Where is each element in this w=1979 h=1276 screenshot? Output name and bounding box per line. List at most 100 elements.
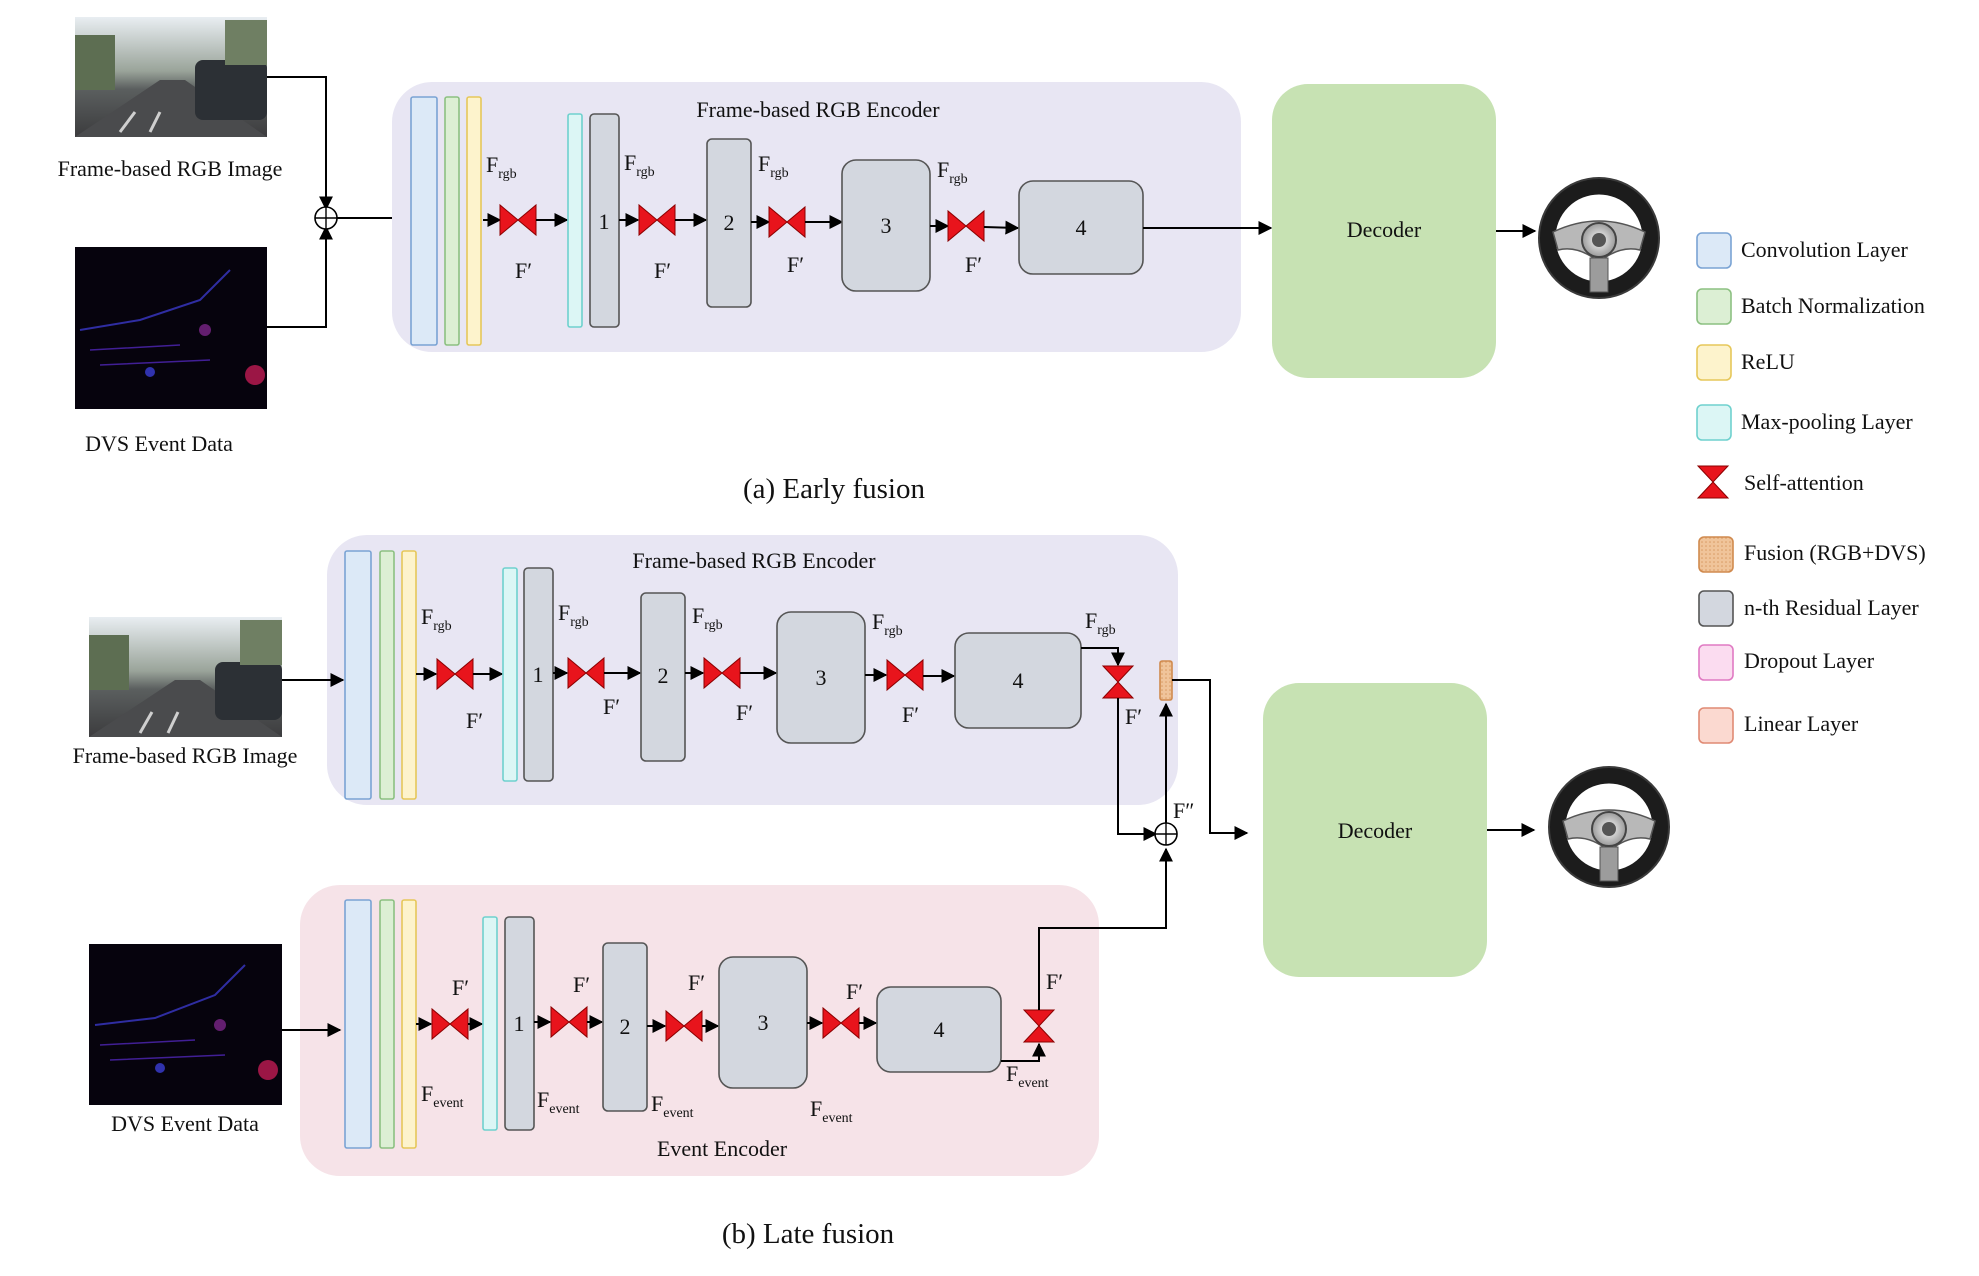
late-rgb-residual-block-3-label: 3 bbox=[816, 665, 827, 690]
late-event-residual-block-4-label: 4 bbox=[934, 1017, 945, 1042]
early-batchnorm-layer bbox=[444, 96, 460, 346]
early-f-prime-3: F′ bbox=[787, 252, 804, 277]
late-decoder-label: Decoder bbox=[1338, 818, 1413, 843]
early-feature-label-2: Frgb bbox=[624, 150, 655, 180]
legend-self-attention-icon bbox=[1696, 465, 1730, 499]
legend-batchnorm-label: Batch Normalization bbox=[1741, 293, 1925, 318]
late-rgb-batchnorm-layer bbox=[379, 550, 395, 800]
early-self-attention-icon-2 bbox=[638, 203, 676, 237]
svg-text:Fevent: Fevent bbox=[651, 1091, 694, 1121]
svg-text:Frgb: Frgb bbox=[1085, 608, 1116, 638]
early-rgb-input-image bbox=[75, 17, 267, 137]
early-maxpool-layer bbox=[567, 113, 583, 328]
late-rgb-feature-label-1: Frgb bbox=[421, 604, 452, 634]
early-decoder-label: Decoder bbox=[1347, 217, 1422, 242]
late-rgb-maxpool-layer bbox=[502, 567, 518, 782]
legend-relu-label: ReLU bbox=[1741, 349, 1795, 374]
early-steering-wheel-icon bbox=[1538, 177, 1660, 299]
legend-dropout-label: Dropout Layer bbox=[1744, 648, 1875, 673]
late-event-self-attention-icon-1 bbox=[431, 1007, 469, 1041]
legend-dropout-swatch bbox=[1698, 644, 1734, 681]
svg-text:Frgb: Frgb bbox=[421, 604, 452, 634]
legend-fusion-swatch bbox=[1698, 536, 1734, 573]
late-rgb-input-image bbox=[89, 617, 282, 737]
late-sum-node-icon bbox=[1154, 822, 1178, 846]
early-f-prime-4: F′ bbox=[965, 252, 982, 277]
svg-text:Frgb: Frgb bbox=[624, 150, 655, 180]
late-event-residual-block-1 bbox=[504, 916, 535, 1131]
late-event-batchnorm-layer bbox=[379, 899, 395, 1149]
svg-text:Fevent: Fevent bbox=[1006, 1061, 1049, 1091]
late-event-feature-label-1: Fevent bbox=[421, 1081, 464, 1111]
early-dvs-input-label: DVS Event Data bbox=[85, 431, 233, 456]
legend: Convolution Layer Batch Normalization Re… bbox=[1696, 232, 1926, 744]
early-residual-block-4-label: 4 bbox=[1076, 215, 1087, 240]
late-event-self-attention-icon-3 bbox=[665, 1009, 703, 1043]
legend-linear-swatch bbox=[1698, 707, 1734, 744]
legend-linear-label: Linear Layer bbox=[1744, 711, 1859, 736]
early-relu-layer bbox=[466, 96, 482, 346]
late-event-self-attention-icon-4 bbox=[822, 1006, 860, 1040]
early-rgb-encoder-title: Frame-based RGB Encoder bbox=[696, 97, 940, 122]
early-conv-layer bbox=[410, 96, 438, 346]
late-event-residual-block-2-label: 2 bbox=[620, 1014, 631, 1039]
late-rgb-f-prime-5: F′ bbox=[1125, 704, 1142, 729]
early-f-prime-1: F′ bbox=[515, 258, 532, 283]
late-event-f-prime-2: F′ bbox=[573, 972, 590, 997]
legend-maxpool-swatch bbox=[1696, 404, 1732, 441]
svg-text:Frgb: Frgb bbox=[486, 152, 517, 182]
late-event-residual-block-3-label: 3 bbox=[758, 1010, 769, 1035]
svg-text:Frgb: Frgb bbox=[558, 600, 589, 630]
early-fusion-sum-icon bbox=[314, 206, 338, 230]
late-rgb-conv-layer bbox=[344, 550, 372, 800]
legend-conv-swatch bbox=[1696, 232, 1732, 269]
early-rgb-to-fusion-arrow bbox=[267, 76, 333, 211]
early-feature-label-1: Frgb bbox=[486, 152, 517, 182]
late-rgb-encoder-title: Frame-based RGB Encoder bbox=[632, 548, 876, 573]
late-rgb-f-prime-3: F′ bbox=[736, 700, 753, 725]
early-dvs-input-image bbox=[75, 247, 267, 409]
legend-residual-swatch bbox=[1698, 590, 1734, 627]
late-rgb-feature-label-2: Frgb bbox=[558, 600, 589, 630]
late-rgb-self-attention-icon-3 bbox=[703, 656, 741, 690]
early-dvs-to-fusion-arrow bbox=[267, 225, 333, 328]
early-residual-block-3-label: 3 bbox=[881, 213, 892, 238]
legend-conv-label: Convolution Layer bbox=[1741, 237, 1908, 262]
late-rgb-relu-layer bbox=[401, 550, 417, 800]
legend-maxpool-label: Max-pooling Layer bbox=[1741, 409, 1913, 434]
late-event-encoder-title: Event Encoder bbox=[657, 1136, 788, 1161]
late-event-residual-block-4 bbox=[876, 986, 1002, 1073]
late-steering-wheel-icon bbox=[1548, 766, 1670, 888]
early-self-attention-icon-4 bbox=[947, 209, 985, 243]
late-rgb-residual-block-4 bbox=[954, 632, 1082, 729]
late-event-feature-label-2: Fevent bbox=[537, 1087, 580, 1117]
late-rgb-f-prime-1: F′ bbox=[466, 708, 483, 733]
late-event-f-prime-5: F′ bbox=[1046, 969, 1063, 994]
late-dvs-input-label: DVS Event Data bbox=[111, 1111, 259, 1136]
late-rgb-feature-label-3: Frgb bbox=[692, 603, 723, 633]
late-event-residual-block-1-label: 1 bbox=[514, 1011, 525, 1036]
late-event-feature-label-5: Fevent bbox=[1006, 1061, 1049, 1091]
early-decoder-block bbox=[1272, 84, 1496, 378]
late-event-feature-label-3: Fevent bbox=[651, 1091, 694, 1121]
svg-text:Frgb: Frgb bbox=[758, 151, 789, 181]
late-fusion-to-decoder-arrow bbox=[1172, 679, 1249, 840]
late-event-f-prime-1: F′ bbox=[452, 975, 469, 1000]
svg-text:Fevent: Fevent bbox=[810, 1096, 853, 1126]
late-rgb-residual-block-4-label: 4 bbox=[1013, 668, 1024, 693]
late-fusion-caption: (b) Late fusion bbox=[722, 1218, 895, 1250]
late-rgb-residual-block-3 bbox=[776, 611, 866, 744]
late-rgb-residual-block-1-label: 1 bbox=[533, 662, 544, 687]
early-fusion-caption: (a) Early fusion bbox=[743, 473, 925, 505]
late-event-maxpool-layer bbox=[482, 916, 498, 1131]
late-event-conv-layer bbox=[344, 899, 372, 1149]
late-event-feature-label-4: Fevent bbox=[810, 1096, 853, 1126]
late-rgb-feature-label-4: Frgb bbox=[872, 609, 903, 639]
legend-self-attention-label: Self-attention bbox=[1744, 470, 1864, 495]
early-residual-block-2-label: 2 bbox=[724, 210, 735, 235]
legend-fusion-label: Fusion (RGB+DVS) bbox=[1744, 540, 1926, 565]
early-f-prime-2: F′ bbox=[654, 258, 671, 283]
late-event-to-sum-arrow bbox=[1038, 847, 1173, 1010]
legend-relu-swatch bbox=[1696, 344, 1732, 381]
late-rgb-f-prime-4: F′ bbox=[902, 702, 919, 727]
